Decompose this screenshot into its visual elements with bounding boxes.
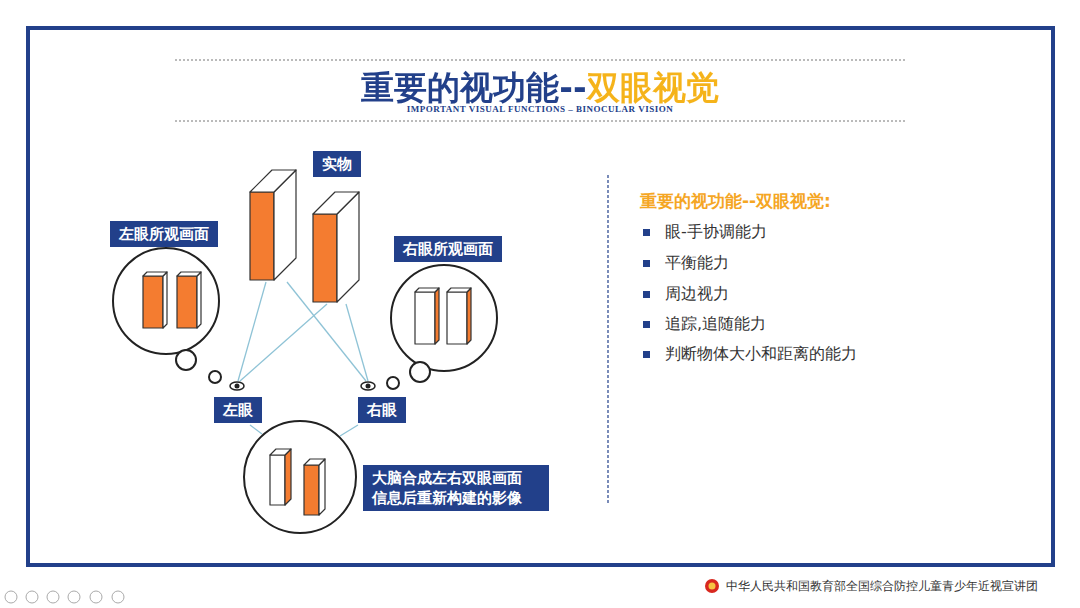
box-label: 大脑合成左右双眼画面 信息后重新构建的影像 <box>372 468 540 508</box>
art-part <box>410 362 430 382</box>
bullet-item: 判断物体大小和距离的能力 <box>665 344 857 365</box>
box-label: 左眼所观画面 <box>119 224 209 244</box>
eye-icons <box>230 382 375 390</box>
bullet-item: 追踪,追随能力 <box>665 314 766 335</box>
bar-face <box>447 288 471 292</box>
bar-face <box>435 288 439 344</box>
box-label: 实物 <box>322 154 352 174</box>
dotted-rule <box>175 60 905 61</box>
box-label: 右眼 <box>367 400 397 420</box>
emblem <box>705 579 719 593</box>
bullet-item: 平衡能力 <box>665 253 729 274</box>
art-part <box>643 291 650 298</box>
art-part <box>209 371 221 383</box>
bar-face <box>250 192 274 280</box>
subtitle: IMPORTANT VISUAL FUNCTIONS – BINOCULAR V… <box>0 104 1080 114</box>
bar-face <box>270 449 291 455</box>
art-part <box>235 384 240 389</box>
art-part <box>366 384 371 389</box>
bar-face <box>163 272 167 328</box>
bullet-item: 眼-手协调能力 <box>665 222 767 243</box>
art-part <box>26 591 38 603</box>
bullet-item: 周边视力 <box>665 284 729 305</box>
label-box: 左眼所观画面 <box>110 221 218 247</box>
bar-face <box>313 214 337 302</box>
art-part <box>643 321 650 328</box>
sight-lines <box>238 282 368 381</box>
bar-face <box>285 449 291 505</box>
bar-face <box>447 292 467 344</box>
bar-face <box>143 272 167 276</box>
art-part <box>340 425 358 436</box>
dotted-rule <box>175 121 905 122</box>
art-part <box>361 382 375 390</box>
art-part <box>709 583 716 590</box>
box-label: 左眼 <box>223 400 253 420</box>
bar-face <box>319 459 325 515</box>
label-box: 实物 <box>313 151 361 177</box>
art-part <box>387 377 399 389</box>
bar-face <box>143 276 163 328</box>
viewer-toolbar <box>5 591 124 603</box>
label-box: 右眼所观画面 <box>394 236 502 262</box>
art-part <box>643 260 650 267</box>
bar-face <box>467 288 471 344</box>
art-part <box>705 579 719 593</box>
art-part <box>238 282 266 381</box>
art-part <box>346 304 368 381</box>
bar-face <box>177 276 197 328</box>
label-box: 右眼 <box>358 397 406 423</box>
bar-face <box>313 192 359 214</box>
art-part <box>112 591 124 603</box>
bar-face <box>304 459 325 465</box>
label-box: 大脑合成左右双眼画面 信息后重新构建的影像 <box>363 465 549 511</box>
label-box: 左眼 <box>214 397 262 423</box>
divider <box>607 175 608 505</box>
art-part <box>244 421 356 533</box>
bar-face <box>415 292 435 344</box>
art-part <box>47 591 59 603</box>
art-part <box>643 229 650 236</box>
list-heading: 重要的视功能--双眼视觉: <box>640 190 831 213</box>
bar-face <box>177 272 201 276</box>
bar-face <box>304 465 319 515</box>
footer-credit: 中华人民共和国教育部全国综合防控儿童青少年近视宣讲团 <box>726 578 1038 595</box>
art-part <box>5 591 17 603</box>
art-part <box>90 591 102 603</box>
art-part <box>643 351 650 358</box>
bar-face <box>250 170 296 192</box>
art-part <box>68 591 80 603</box>
box-label: 右眼所观画面 <box>403 239 493 259</box>
bar-face <box>270 455 285 505</box>
art-part <box>391 265 497 371</box>
bar-face <box>415 288 439 292</box>
bullet-squares <box>643 229 650 358</box>
bar-face <box>197 272 201 328</box>
art-part <box>250 425 262 434</box>
art-part <box>176 350 196 370</box>
art-part <box>230 382 244 390</box>
art-part <box>113 248 219 354</box>
